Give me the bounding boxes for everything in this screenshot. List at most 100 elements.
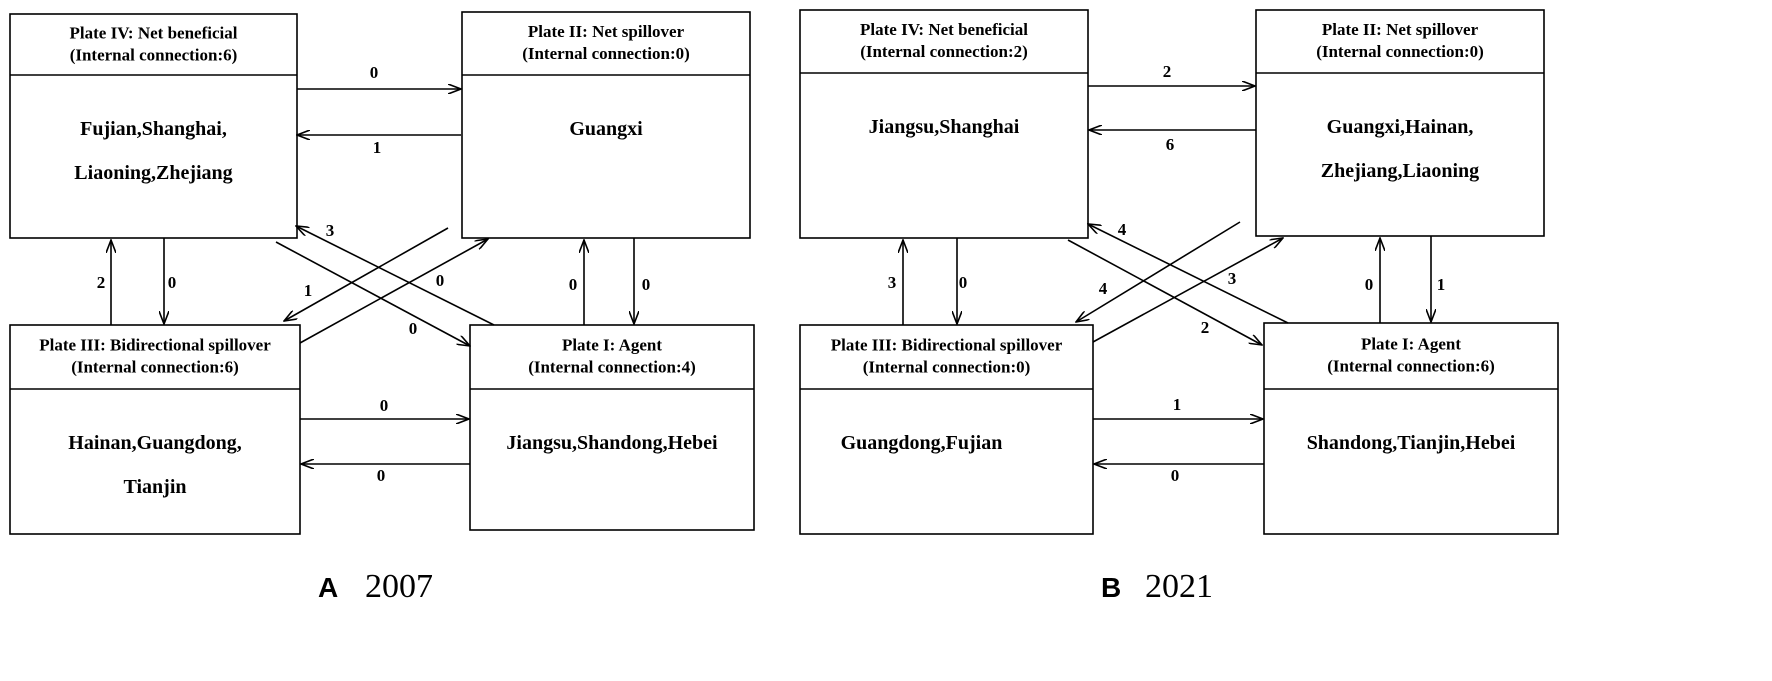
plate-iv-net-beneficial-box: Plate IV: Net beneficial (Internal connec… xyxy=(799,9,1089,239)
edge-iv-to-ii: 2 xyxy=(1088,62,1255,86)
edge-label: 1 xyxy=(304,281,313,300)
edge-arrow xyxy=(1088,224,1289,324)
plate-members: Fujian,Shanghai, xyxy=(80,118,227,140)
plate-title: Plate IV: Net beneficial xyxy=(70,23,238,42)
edge-label: 0 xyxy=(436,271,445,290)
edge-arrow xyxy=(299,239,488,344)
edge-ii-to-iv: 1 xyxy=(297,135,461,157)
plate-frame xyxy=(469,324,755,531)
edge-label: 6 xyxy=(1166,135,1175,154)
edge-i-to-iii: 0 xyxy=(301,464,470,485)
plate-members: Zhejiang,Liaoning xyxy=(1321,160,1479,182)
panel-year: 2021 xyxy=(1145,568,1213,605)
plate-subtitle: (Internal connection:6) xyxy=(71,358,239,377)
edge-label: 1 xyxy=(1437,275,1446,294)
plate-frame xyxy=(461,11,751,239)
plate-title: Plate I: Agent xyxy=(1361,334,1461,353)
edge-iii-to-iv: 3 xyxy=(888,240,903,325)
plate-subtitle: (Internal connection:6) xyxy=(1327,356,1495,375)
edge-iii-to-i: 0 xyxy=(300,396,469,419)
plate-frame xyxy=(9,13,298,239)
plate-members: Guangxi,Hainan, xyxy=(1327,116,1474,138)
edge-ii-to-iii: 1 xyxy=(284,227,449,321)
edge-iii-to-iv: 2 xyxy=(97,240,111,325)
edge-label: 0 xyxy=(409,319,418,338)
plate-title: Plate II: Net spillover xyxy=(1322,20,1479,39)
plate-subtitle: (Internal connection:0) xyxy=(1316,42,1484,61)
edge-arrow xyxy=(1092,238,1283,343)
plate-iv-net-beneficial-box: Plate IV: Net beneficial (Internal connec… xyxy=(9,13,298,239)
plate-iii-bidirectional-spillover-box: Plate III: Bidirectional spillover (Inter… xyxy=(9,324,301,535)
edge-i-to-iv: 4 xyxy=(1088,220,1289,324)
plate-members: Guangxi xyxy=(569,118,643,140)
edge-label: 2 xyxy=(97,273,106,292)
edge-iv-to-i: 0 xyxy=(275,241,470,346)
edge-label: 1 xyxy=(373,138,382,157)
edge-arrow xyxy=(284,227,449,321)
edge-ii-to-iv: 6 xyxy=(1089,130,1256,154)
edge-label: 4 xyxy=(1099,279,1108,298)
plate-subtitle: (Internal connection:2) xyxy=(860,42,1028,61)
plate-members: Liaoning,Zhejiang xyxy=(74,162,232,184)
plate-title: Plate I: Agent xyxy=(562,336,662,355)
plate-title: Plate III: Bidirectional spillover xyxy=(831,336,1063,355)
edge-i-to-ii: 0 xyxy=(1365,238,1380,323)
plate-title: Plate II: Net spillover xyxy=(528,22,685,41)
edge-label: 0 xyxy=(168,273,177,292)
edge-iii-to-ii: 0 xyxy=(299,239,488,344)
panel-year: 2007 xyxy=(365,568,433,605)
plate-title: Plate III: Bidirectional spillover xyxy=(39,336,271,355)
edge-arrow xyxy=(1067,239,1262,345)
edge-label: 0 xyxy=(569,275,578,294)
edge-label: 0 xyxy=(642,275,651,294)
plate-members: Jiangsu,Shandong,Hebei xyxy=(506,432,718,454)
plate-i-agent-box: Plate I: Agent (Internal connection:4) Jia… xyxy=(469,324,755,531)
plate-members: Shandong,Tianjin,Hebei xyxy=(1307,432,1516,454)
edge-i-to-iii: 0 xyxy=(1094,464,1264,485)
edge-iv-to-ii: 0 xyxy=(297,63,461,89)
panel-letter: B xyxy=(1101,572,1121,603)
plate-subtitle: (Internal connection:6) xyxy=(70,45,238,64)
panel-a: Plate IV: Net beneficial (Internal connec… xyxy=(9,11,755,605)
edge-label: 0 xyxy=(370,63,379,82)
edge-label: 0 xyxy=(380,396,389,415)
edge-iv-to-i: 2 xyxy=(1067,239,1262,345)
edge-iv-to-iii: 0 xyxy=(957,238,967,324)
edge-label: 3 xyxy=(1228,269,1237,288)
edge-ii-to-i: 0 xyxy=(634,238,650,324)
plate-subtitle: (Internal connection:0) xyxy=(522,44,690,63)
panel-letter: A xyxy=(318,572,338,603)
edge-i-to-ii: 0 xyxy=(569,240,584,325)
plate-frame xyxy=(1263,322,1559,535)
edge-arrow xyxy=(1076,221,1241,322)
plate-ii-net-spillover-box: Plate II: Net spillover (Internal connect… xyxy=(1255,9,1545,237)
plate-frame xyxy=(1255,9,1545,237)
plate-members: Tianjin xyxy=(124,476,187,498)
plate-members: Jiangsu,Shanghai xyxy=(869,116,1020,138)
edge-label: 1 xyxy=(1173,395,1182,414)
edge-label: 0 xyxy=(377,466,386,485)
plate-frame xyxy=(9,324,301,535)
edge-iv-to-iii: 0 xyxy=(164,238,176,324)
edge-label: 2 xyxy=(1201,318,1210,337)
plate-frame xyxy=(799,9,1089,239)
plate-subtitle: (Internal connection:0) xyxy=(863,358,1031,377)
edge-label: 2 xyxy=(1163,62,1172,81)
edge-arrow xyxy=(296,226,495,326)
plate-title: Plate IV: Net beneficial xyxy=(860,20,1028,39)
panel-b: Plate IV: Net beneficial (Internal connec… xyxy=(799,9,1559,605)
plate-ii-net-spillover-box: Plate II: Net spillover (Internal connect… xyxy=(461,11,751,239)
edge-label: 4 xyxy=(1118,220,1127,239)
plate-members: Guangdong,Fujian xyxy=(841,432,1003,454)
edge-ii-to-i: 1 xyxy=(1431,236,1445,322)
edge-arrow xyxy=(275,241,470,346)
edge-iii-to-i: 1 xyxy=(1093,395,1263,419)
edge-label: 3 xyxy=(888,273,897,292)
edge-iii-to-ii: 3 xyxy=(1092,238,1283,343)
edge-label: 0 xyxy=(1171,466,1180,485)
plate-i-agent-box: Plate I: Agent (Internal connection:6) Sha… xyxy=(1263,322,1559,535)
plate-subtitle: (Internal connection:4) xyxy=(528,358,696,377)
plate-frame xyxy=(799,324,1094,535)
edge-i-to-iv: 3 xyxy=(296,221,495,326)
